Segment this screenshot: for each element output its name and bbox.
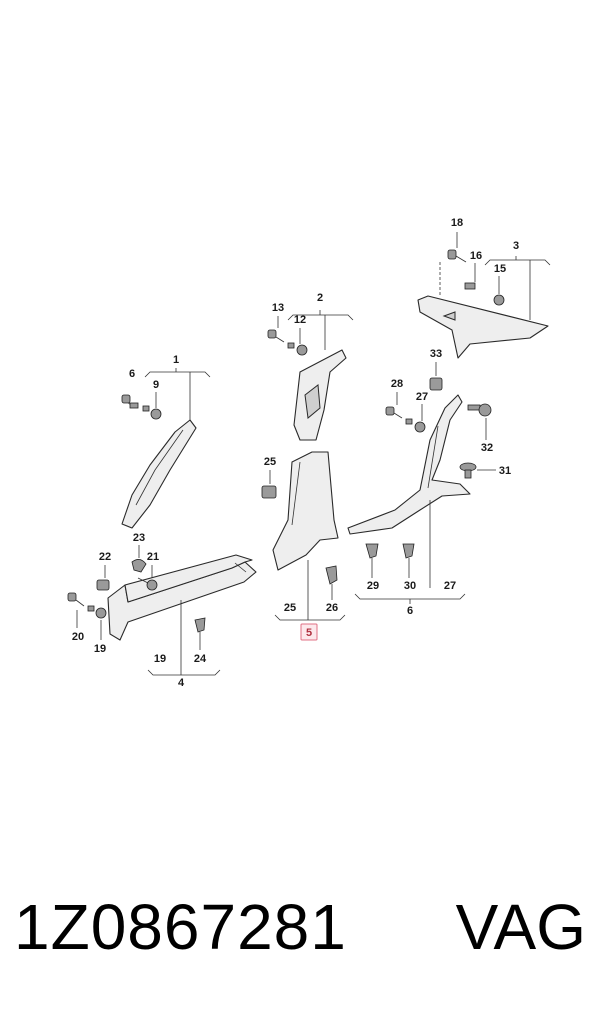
plug-31 [459, 462, 496, 479]
c-pillar-upper-trim [417, 295, 549, 359]
label-9: 9 [153, 379, 159, 391]
clip-22 [96, 565, 110, 591]
label-30: 30 [404, 580, 416, 592]
label-33: 33 [430, 348, 442, 360]
b-pillar-upper-trim [293, 349, 347, 441]
label-15: 15 [494, 263, 506, 275]
screw-20 [67, 592, 85, 628]
screw-32 [467, 403, 492, 440]
screw-18 [447, 232, 467, 263]
label-2: 2 [317, 292, 323, 304]
label-23: 23 [133, 532, 145, 544]
callout-5-box[interactable] [300, 623, 318, 641]
sill-trim [107, 554, 257, 641]
footer: 1Z0867281 VAG [0, 890, 600, 980]
parts-diagram: 1 6 9 4 19 24 20 19 22 [67, 217, 551, 689]
label-28: 28 [391, 378, 403, 390]
label-27b: 27 [444, 580, 456, 592]
label-25a: 25 [264, 456, 276, 468]
label-13: 13 [272, 302, 284, 314]
label-32: 32 [481, 442, 493, 454]
c-pillar-lower-trim [347, 394, 471, 535]
bolt-9 [142, 405, 162, 420]
screw-27a [405, 404, 426, 433]
screw-19 [87, 605, 107, 640]
label-24: 24 [194, 653, 207, 665]
bolt-10 [121, 394, 139, 409]
screw-12 [287, 328, 308, 356]
label-16: 16 [470, 250, 482, 262]
label-27a: 27 [416, 391, 428, 403]
label-18: 18 [451, 217, 463, 229]
label-10: 6 [129, 368, 135, 380]
label-21: 21 [147, 551, 159, 563]
label-19b: 19 [94, 643, 106, 655]
part-number: 1Z0867281 [14, 891, 347, 963]
bolt-16 [464, 263, 476, 290]
label-22: 22 [99, 551, 111, 563]
clip-30 [402, 543, 415, 578]
label-5: 5 [306, 627, 312, 639]
clip-29 [365, 543, 379, 578]
label-1: 1 [173, 354, 179, 366]
screw-21 [137, 565, 158, 591]
label-25b: 25 [284, 602, 296, 614]
clip-24 [194, 617, 206, 650]
label-3: 3 [513, 240, 519, 252]
clip-33 [429, 362, 443, 391]
clip-23 [131, 545, 147, 573]
brand-name: VAG [455, 891, 586, 963]
label-31: 31 [499, 465, 511, 477]
clip-25 [261, 470, 277, 499]
b-pillar-lower-trim [272, 451, 339, 571]
label-26: 26 [326, 602, 338, 614]
label-12: 12 [294, 314, 306, 326]
label-20: 20 [72, 631, 84, 643]
clip-26 [325, 565, 338, 600]
screw-28 [385, 392, 403, 419]
label-29: 29 [367, 580, 379, 592]
screw-13 [267, 316, 285, 343]
label-6-static: 6 [407, 605, 413, 617]
label-4: 4 [178, 677, 185, 689]
a-pillar-trim [121, 419, 197, 529]
bolt-15 [493, 276, 505, 306]
label-19a: 19 [154, 653, 166, 665]
